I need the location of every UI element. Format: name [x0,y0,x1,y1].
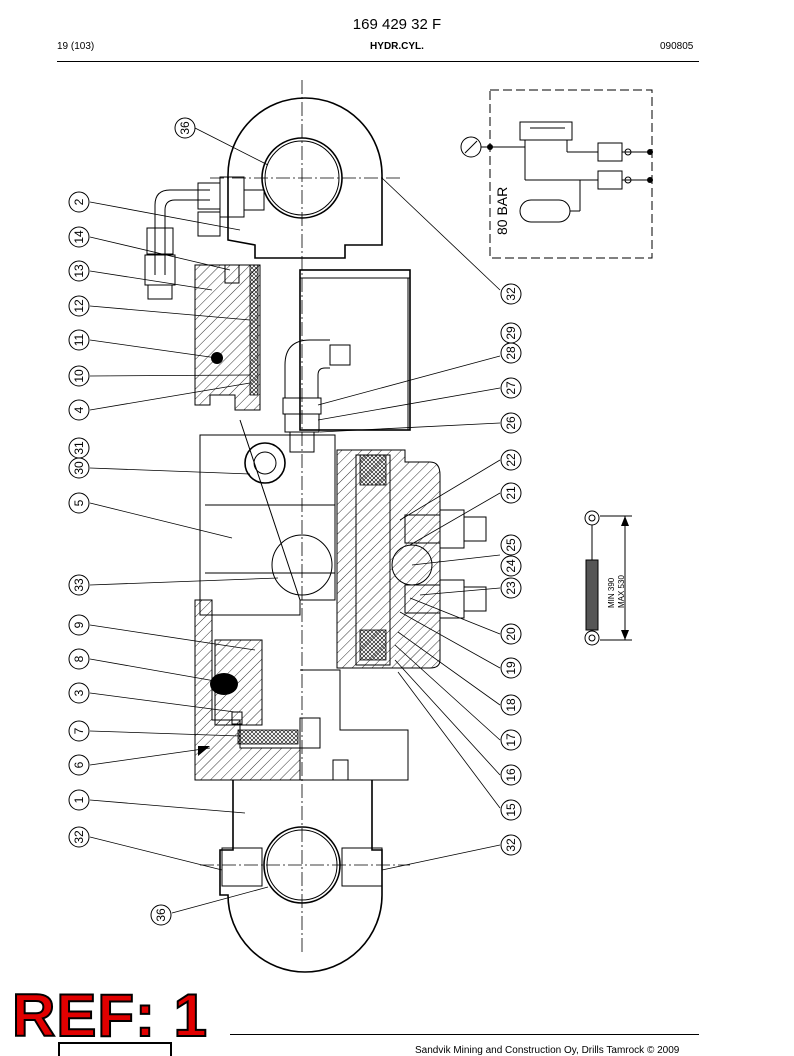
stroke-illustration: MIN 390 MAX 530 [584,510,632,646]
callout-36-top: 36 [178,121,192,135]
port-fittings [404,509,487,619]
callout-17: 17 [504,733,518,747]
callout-22: 22 [504,453,518,467]
callout-15: 15 [504,803,518,817]
callout-18: 18 [504,698,518,712]
callout-14: 14 [72,230,86,244]
callout-20: 20 [504,627,518,641]
callout-6: 6 [72,761,86,768]
leader-lines-left [89,127,279,914]
stroke-max-label: MAX 530 [617,575,626,608]
callout-27: 27 [504,381,518,395]
callout-1: 1 [72,796,86,803]
document-date: 090805 [660,41,694,52]
callout-5: 5 [72,499,86,506]
top-eye [210,97,400,259]
callout-29: 29 [504,326,518,340]
leader-lines-right [317,177,501,871]
callout-25: 25 [504,538,518,552]
callout-13: 13 [72,264,86,278]
callout-12: 12 [72,299,86,313]
callout-7: 7 [72,727,86,734]
stroke-min-label: MIN 390 [607,577,616,608]
callout-32-left: 32 [72,830,86,844]
document-number: 169 429 32 F [352,16,442,33]
page-index: 19 (103) [57,41,95,52]
bottom-eye [200,780,410,973]
section-title: HYDR.CYL. [370,41,424,52]
callout-16: 16 [504,768,518,782]
callout-26: 26 [504,416,518,430]
ref-stamp: REF: 1 [11,982,209,1049]
hydraulic-schematic: 80 BAR [460,89,653,259]
callout-21: 21 [504,486,518,500]
valve-block [199,419,441,669]
hose-fitting [144,176,265,300]
callout-31: 31 [72,441,86,455]
header-divider [57,61,699,62]
callout-4: 4 [72,406,86,413]
callout-3: 3 [72,689,86,696]
callouts-right: 32 29 28 27 26 22 21 25 24 23 20 19 18 1… [500,283,522,856]
callout-10: 10 [72,369,86,383]
callout-33: 33 [72,578,86,592]
callout-8: 8 [72,655,86,662]
cylinder-barrel [299,269,411,431]
callout-36-bottom: 36 [154,908,168,922]
callout-2: 2 [72,198,86,205]
footer-divider [230,1034,699,1035]
brand-logo-box [58,1042,172,1056]
callout-19: 19 [504,661,518,675]
elbow-fitting [282,339,351,453]
callout-32-bottom-right: 32 [504,838,518,852]
cylinder-head-section [194,264,261,411]
callout-32-top-right: 32 [504,287,518,301]
callout-30: 30 [72,461,86,475]
pressure-label: 80 BAR [494,187,510,235]
callout-28: 28 [504,346,518,360]
footer-copyright: Sandvik Mining and Construction Oy, Dril… [415,1045,680,1056]
callout-23: 23 [504,581,518,595]
callout-11: 11 [72,333,86,346]
callout-9: 9 [72,621,86,628]
callouts-left: 36 2 14 13 12 11 10 4 31 30 5 33 9 8 3 7… [68,117,196,926]
callout-24: 24 [504,559,518,573]
